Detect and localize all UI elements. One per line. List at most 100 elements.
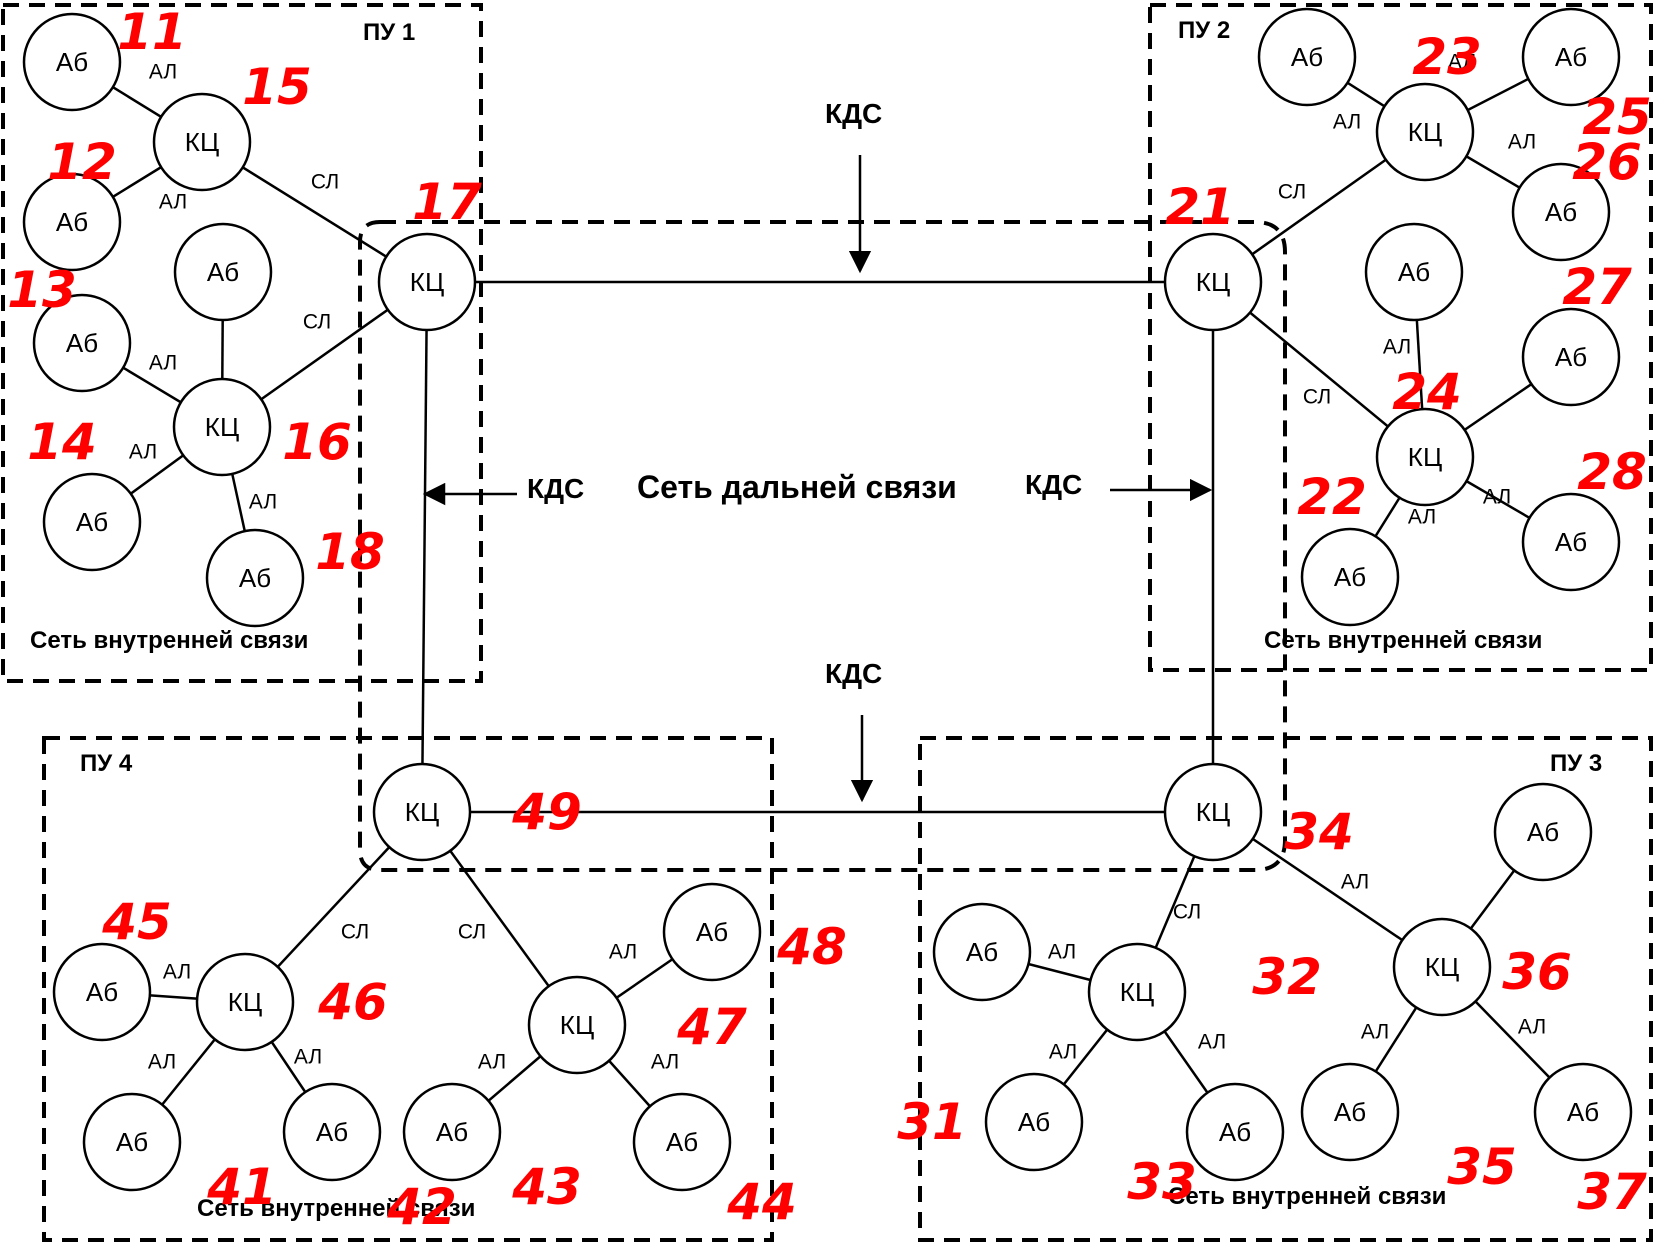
handwritten-number-44: 44 [726, 1173, 797, 1231]
node-n48: Аб [662, 882, 762, 982]
kds-label-top: КДС [825, 98, 882, 129]
handwritten-number-34: 34 [1284, 803, 1354, 861]
node-n11: Аб [22, 12, 122, 112]
edge-label-n21-n24: СЛ [1303, 386, 1331, 409]
pu2-title: ПУ 2 [1178, 17, 1230, 44]
handwritten-number-18: 18 [315, 523, 385, 581]
handwritten-number-28: 28 [1577, 443, 1647, 501]
node-n35: Аб [1533, 1062, 1633, 1162]
edge-label-n3a-n32: АЛ [1341, 871, 1369, 894]
handwritten-number-15: 15 [242, 58, 312, 116]
node-n13: Аб [32, 293, 132, 393]
kds-label-bottom: КДС [825, 658, 882, 689]
edge-label-n48-n47: АЛ [609, 941, 637, 964]
node-label-n44: Аб [666, 1127, 698, 1157]
node-label-n11: Аб [56, 47, 88, 77]
node-circle-n18 [205, 528, 305, 628]
edge-label-n2x-n24: АЛ [1383, 336, 1411, 359]
node-n2a: Аб [1257, 7, 1357, 107]
node-circle-n48 [662, 882, 762, 982]
handwritten-number-24: 24 [1392, 363, 1462, 421]
edge-label-n13-n16: АЛ [149, 352, 177, 375]
node-n28: Аб [1521, 492, 1621, 592]
node-label-n18: Аб [239, 563, 271, 593]
node-n41: Аб [82, 1092, 182, 1192]
node-circle-n13 [32, 293, 132, 393]
node-label-n12: Аб [56, 207, 88, 237]
kds-label-right: КДС [1025, 469, 1082, 500]
node-label-n48: Аб [696, 917, 728, 947]
edge-label-n3b-n36: АЛ [1198, 1031, 1226, 1054]
node-n44: Аб [632, 1092, 732, 1192]
handwritten-number-45: 45 [101, 893, 172, 951]
handwritten-number-17: 17 [412, 173, 482, 231]
node-circle-n33 [1185, 1082, 1285, 1182]
node-circle-n24 [1375, 407, 1475, 507]
pu1-title: ПУ 1 [363, 19, 415, 46]
pu4-box [42, 736, 774, 1242]
pu4-net-label: Сеть внутренней связи [197, 1195, 475, 1222]
edge-label-n42-n46: АЛ [294, 1046, 322, 1069]
node-n46: КЦ [195, 952, 295, 1052]
edge-label-n41-n46: АЛ [148, 1051, 176, 1074]
node-circle-n2x [1364, 222, 1464, 322]
node-circle-n37 [1493, 782, 1593, 882]
node-circle-n45 [52, 942, 152, 1042]
handwritten-number-16: 16 [282, 413, 352, 471]
node-circle-n14 [42, 472, 142, 572]
pu1-net-label: Сеть внутренней связи [30, 627, 308, 654]
node-label-n13: Аб [66, 328, 98, 358]
handwritten-number-43: 43 [511, 1158, 582, 1216]
node-n14: Аб [42, 472, 142, 572]
node-circle-n16 [172, 377, 272, 477]
node-circle-n49 [372, 762, 472, 862]
node-label-n2x: Аб [1398, 257, 1430, 287]
node-label-n43: Аб [436, 1117, 468, 1147]
node-n45: Аб [52, 942, 152, 1042]
annotations-layer: 1112131415161718212223242526272831323334… [7, 3, 1652, 1236]
pu3-title: ПУ 3 [1550, 750, 1602, 777]
node-label-n46: КЦ [228, 987, 262, 1017]
handwritten-number-32: 32 [1252, 948, 1322, 1006]
edge-label-n49-n47: СЛ [458, 921, 486, 944]
edge-label-n2a-n23: АЛ [1333, 111, 1361, 134]
node-n47: КЦ [527, 975, 627, 1075]
handwritten-number-21: 21 [1165, 178, 1235, 236]
handwritten-number-47: 47 [676, 998, 747, 1056]
node-label-n36: КЦ [1425, 952, 1459, 982]
edge-n17-n49 [420, 281, 429, 813]
node-n1x: Аб [173, 222, 273, 322]
node-n12: Аб [22, 172, 122, 272]
node-label-n17: КЦ [410, 267, 444, 297]
edge-label-n35-n36: АЛ [1361, 1021, 1389, 1044]
node-n16: КЦ [172, 377, 272, 477]
node-n49: КЦ [372, 762, 472, 862]
node-label-n16: КЦ [205, 412, 239, 442]
node-circle-n42 [282, 1082, 382, 1182]
node-circle-n28 [1521, 492, 1621, 592]
node-n25: Аб [1521, 7, 1621, 107]
node-n15: КЦ [152, 92, 252, 192]
node-circle-n3a [932, 902, 1032, 1002]
node-label-n31: Аб [1018, 1107, 1050, 1137]
handwritten-number-27: 27 [1562, 258, 1632, 316]
edge-label-n49-n46: СЛ [341, 921, 369, 944]
edge-label-n12-n15: АЛ [159, 191, 187, 214]
node-label-n49: КЦ [405, 797, 439, 827]
node-label-n34: КЦ [1196, 797, 1230, 827]
node-n36: КЦ [1392, 917, 1492, 1017]
node-circle-n34 [1163, 762, 1263, 862]
handwritten-number-48: 48 [776, 918, 847, 976]
long-distance-network-title: Сеть дальней связи [637, 469, 957, 505]
edge-label-n14-n16: АЛ [129, 441, 157, 464]
handwritten-number-25: 25 [1582, 88, 1652, 146]
edge-label-n11-n15: АЛ [149, 61, 177, 84]
long-distance-network-outline [358, 220, 1287, 872]
handwritten-number-42: 42 [386, 1178, 457, 1236]
pu4-title: ПУ 4 [80, 750, 133, 777]
node-label-n24: КЦ [1408, 442, 1442, 472]
node-n3a: Аб [932, 902, 1032, 1002]
edge-label-n45-n46: АЛ [163, 961, 191, 984]
node-circle-n26 [1511, 162, 1611, 262]
